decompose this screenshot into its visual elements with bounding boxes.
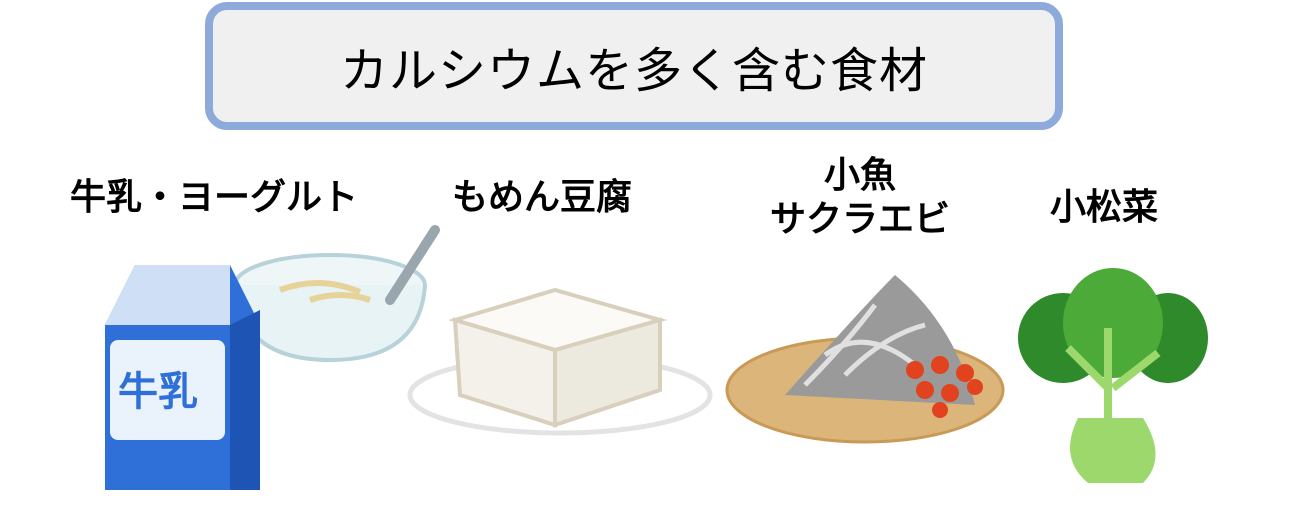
small-fish-icon — [785, 275, 975, 405]
food-label-fish: 小魚 サクラエビ — [755, 154, 965, 242]
yogurt-bowl-icon — [233, 225, 440, 363]
milk-yogurt-illustration: 牛乳 — [105, 225, 440, 490]
komatsuna-illustration — [1018, 268, 1208, 483]
food-label-komatsuna: 小松菜 — [1050, 187, 1159, 228]
food-label-milk-yogurt: 牛乳・ヨーグルト — [70, 177, 359, 218]
milk-carton-icon: 牛乳 — [105, 265, 260, 490]
fish-shrimp-illustration — [725, 275, 1005, 444]
shrimp-icon — [906, 356, 983, 418]
food-label-fish-line1: 小魚 — [823, 155, 896, 196]
carton-text: 牛乳 — [118, 369, 198, 415]
page-title: カルシウムを多く含む食材 — [339, 43, 928, 99]
title-box: カルシウムを多く含む食材 — [205, 2, 1063, 130]
tofu-icon — [448, 287, 668, 428]
komatsuna-icon — [1018, 268, 1208, 483]
food-label-tofu: もめん豆腐 — [452, 177, 633, 218]
food-label-fish-line2: サクラエビ — [769, 199, 950, 240]
tofu-illustration — [407, 287, 713, 436]
